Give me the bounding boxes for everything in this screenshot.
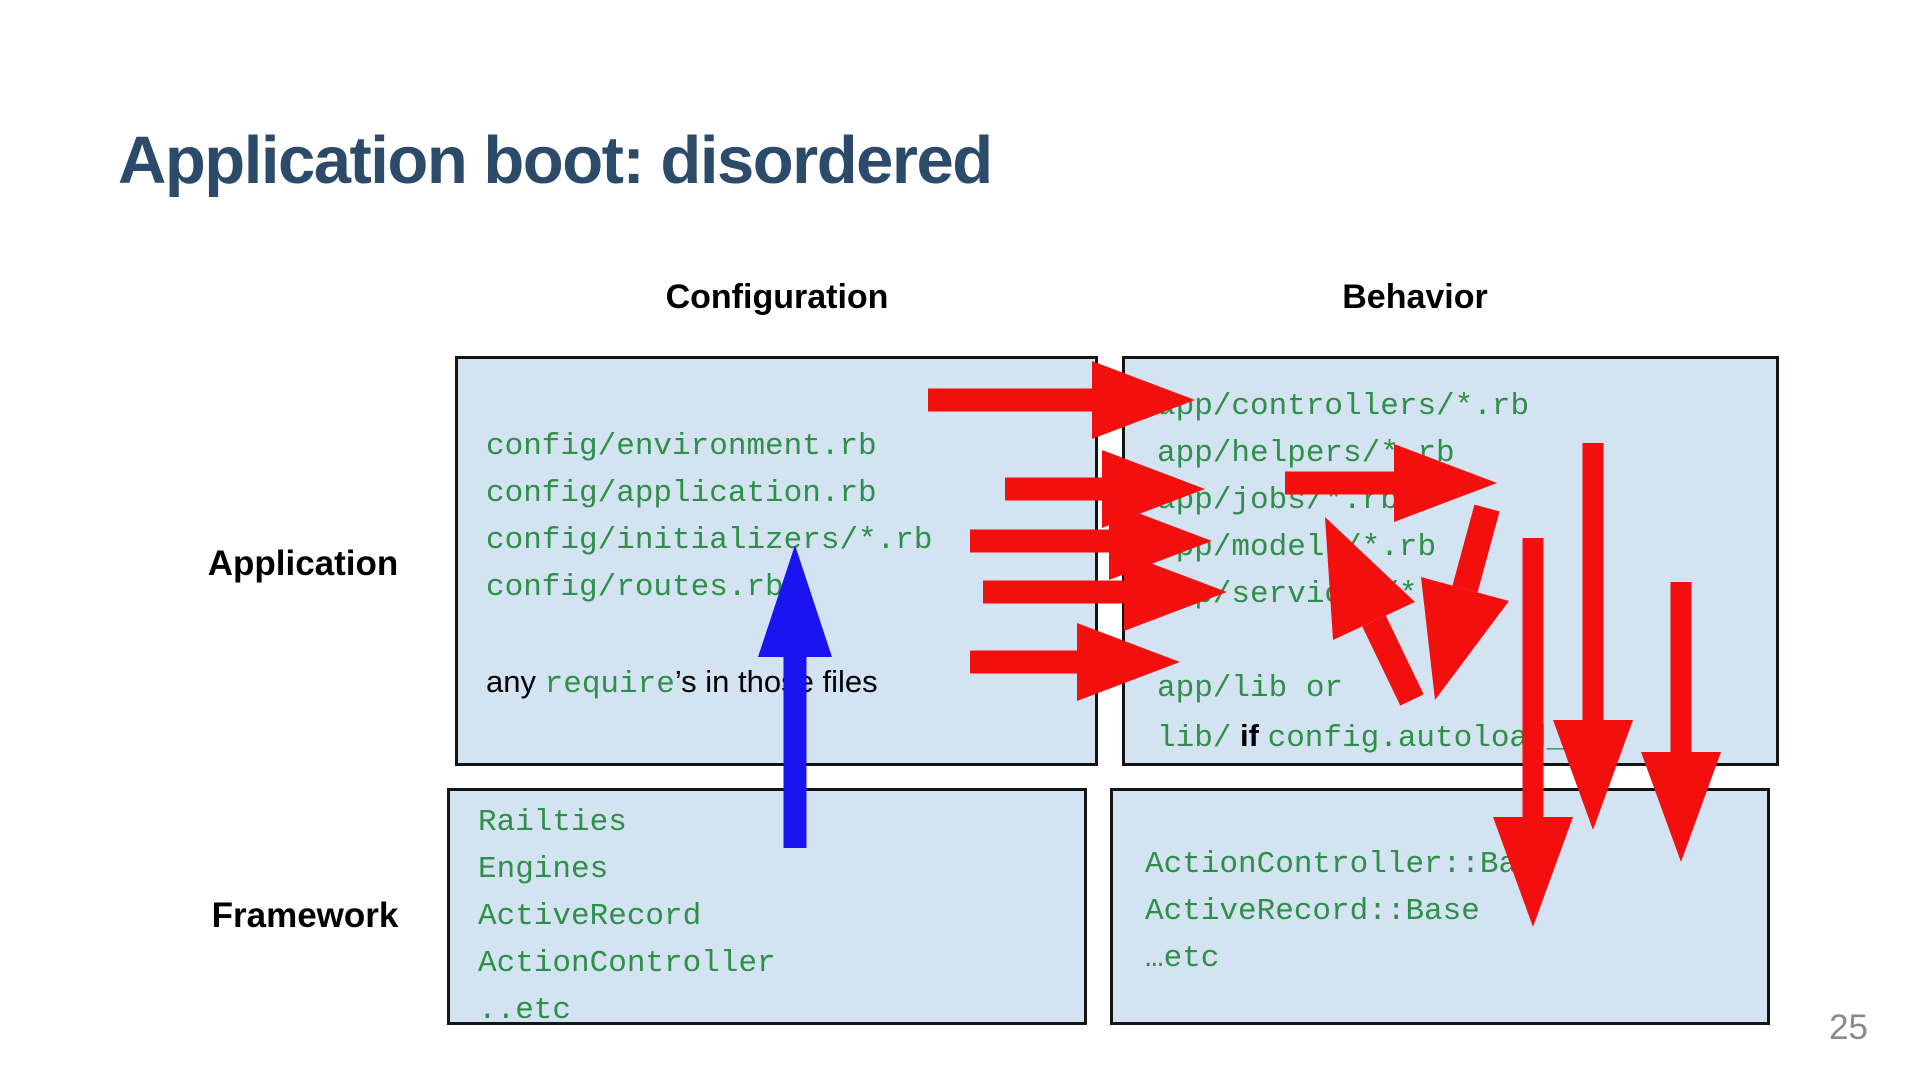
code-line <box>1157 618 1776 665</box>
row-label-application: Application <box>207 544 399 583</box>
code-line: app/controllers/*.rb <box>1157 389 1530 424</box>
code-line: ..etc <box>478 993 572 1028</box>
application-configuration-box: config/environment.rb config/application.… <box>455 356 1098 766</box>
code-line: app/services/*.rb <box>1157 577 1474 612</box>
code-line: ActiveRecord <box>478 899 702 934</box>
application-behavior-box: app/controllers/*.rb app/helpers/*.rb app/… <box>1122 356 1779 766</box>
row-label-framework: Framework <box>211 896 399 935</box>
code-line: any require’s in those files <box>486 664 878 702</box>
code-line: app/lib or <box>1157 671 1344 706</box>
page-number: 25 <box>1829 1008 1868 1047</box>
code-line: lib/ if config.autoload_lib <box>1157 718 1622 756</box>
code-line <box>486 611 1095 658</box>
column-header-configuration: Configuration <box>665 278 889 316</box>
code-line: config/initializers/*.rb <box>486 523 933 558</box>
code-line: …etc <box>1145 941 1220 976</box>
code-line: config/routes.rb <box>486 570 784 605</box>
slide-title: Application boot: disordered <box>118 123 993 198</box>
code-line: ActionController::Base <box>1145 847 1555 882</box>
code-line: ActionController <box>478 946 776 981</box>
code-line: app/helpers/*.rb <box>1157 436 1455 471</box>
code-line: config/application.rb <box>486 476 877 511</box>
code-line: app/models/*.rb <box>1157 530 1437 565</box>
code-line: Railties <box>478 805 627 840</box>
code-line: config/environment.rb <box>486 429 877 464</box>
code-line: app/jobs/*.rb <box>1157 483 1399 518</box>
column-header-behavior: Behavior <box>1342 278 1488 316</box>
code-line: Engines <box>478 852 609 887</box>
code-line: ActiveRecord::Base <box>1145 894 1480 929</box>
